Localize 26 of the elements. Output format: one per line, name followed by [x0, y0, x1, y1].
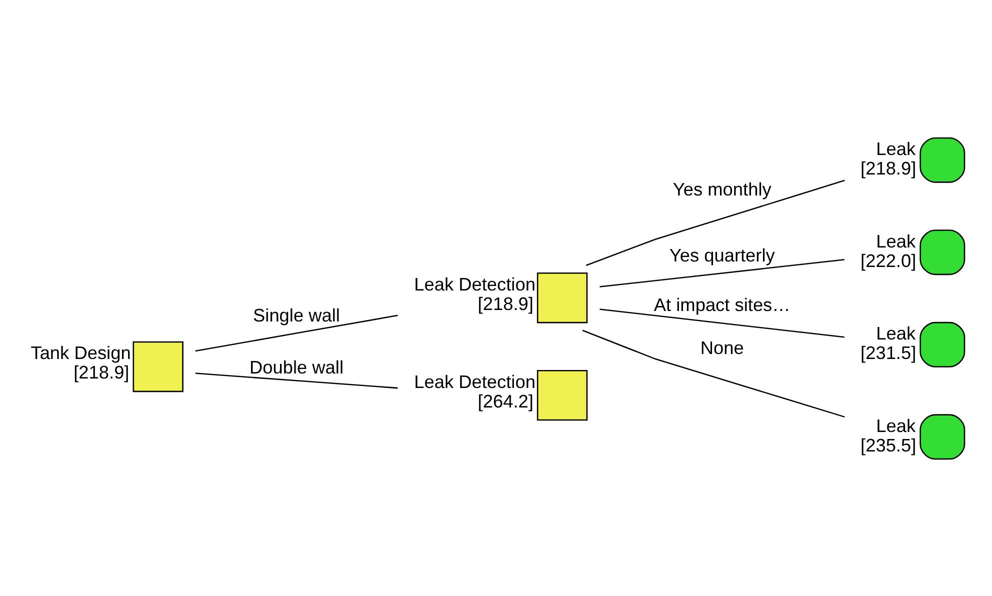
node-label: [235.5]: [860, 434, 916, 455]
edge-label: Yes quarterly: [669, 245, 775, 266]
node-label: Leak: [876, 323, 916, 344]
node-label: [218.9]: [860, 158, 916, 178]
node-label: Leak Detection: [414, 371, 536, 392]
connector: [600, 258, 844, 287]
node-label: Leak: [876, 230, 916, 251]
node-label: Tank Design: [30, 342, 131, 363]
connector: [195, 314, 398, 352]
edge-label: Single wall: [253, 305, 340, 326]
connector: [586, 179, 845, 266]
node-label: Leak: [876, 415, 916, 436]
node-label: Leak: [876, 138, 916, 159]
node-label: [231.5]: [860, 342, 916, 363]
node-label: [218.9]: [478, 293, 534, 314]
node-label: [264.2]: [478, 390, 534, 411]
node-label: [222.0]: [860, 250, 916, 270]
edge-label: None: [700, 337, 744, 358]
edge-label: At impact sites…: [654, 294, 790, 315]
edge-label: Yes monthly: [672, 178, 772, 199]
edge-label: Double wall: [249, 356, 344, 377]
connector: [195, 372, 398, 388]
node-label: Leak Detection: [414, 274, 536, 294]
connector: [600, 308, 844, 338]
node-label: [218.9]: [74, 362, 130, 382]
connector: [582, 329, 845, 418]
